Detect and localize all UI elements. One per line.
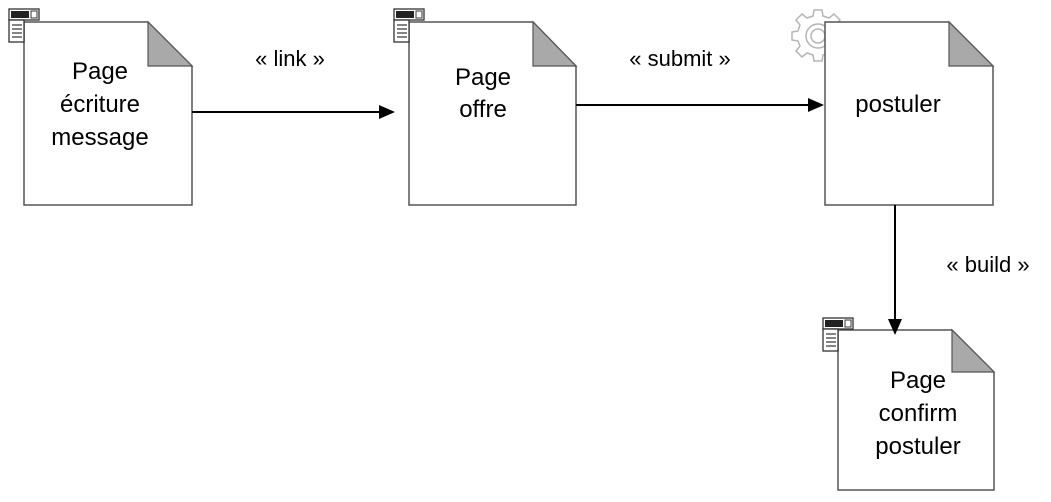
edge-label: « build » bbox=[946, 252, 1029, 277]
arrowhead-icon bbox=[379, 105, 395, 119]
web-page-icon bbox=[822, 317, 854, 352]
node-label-line: Page bbox=[72, 58, 128, 85]
node-page-ecriture-message[interactable]: Page écriture message bbox=[8, 8, 194, 206]
node-label-line: postuler bbox=[875, 433, 960, 460]
arrowhead-icon bbox=[888, 319, 902, 335]
page-shape bbox=[408, 21, 577, 206]
page-fold bbox=[948, 20, 995, 67]
edge-label: « submit » bbox=[629, 46, 731, 71]
node-label-line: offre bbox=[459, 96, 507, 123]
node-label-line: postuler bbox=[855, 91, 940, 118]
edge-build[interactable]: « build » bbox=[888, 205, 1030, 335]
page-fold bbox=[951, 328, 996, 373]
node-label-line: confirm bbox=[879, 400, 958, 427]
node-label-line: Page bbox=[890, 367, 946, 394]
web-page-icon bbox=[8, 8, 40, 43]
node-label-line: Page bbox=[455, 64, 511, 91]
page-fold bbox=[147, 20, 194, 67]
page-shape bbox=[23, 21, 193, 206]
page-shape bbox=[824, 21, 994, 206]
edge-label: « link » bbox=[255, 46, 325, 71]
page-fold bbox=[532, 20, 578, 67]
node-label-line: message bbox=[51, 124, 148, 151]
node-page-confirm-postuler[interactable]: Page confirm postuler bbox=[822, 317, 996, 491]
node-postuler[interactable]: postuler bbox=[791, 9, 995, 206]
web-page-icon bbox=[393, 8, 425, 43]
arrowhead-icon bbox=[808, 98, 824, 112]
edge-submit[interactable]: « submit » bbox=[576, 46, 824, 112]
node-label-line: écriture bbox=[60, 91, 140, 118]
node-page-offre[interactable]: Page offre bbox=[393, 8, 578, 206]
edge-link[interactable]: « link » bbox=[192, 46, 395, 119]
